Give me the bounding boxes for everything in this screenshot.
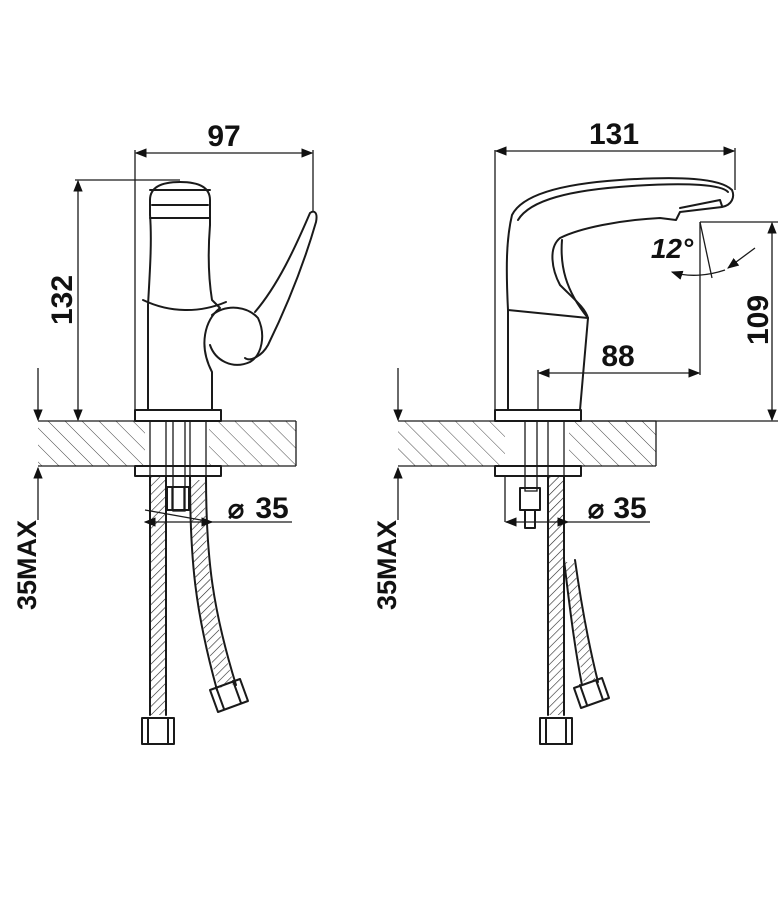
side-mounting-and-hoses xyxy=(141,420,249,745)
front-reach-label: 88 xyxy=(601,340,634,373)
front-height-label: 109 xyxy=(742,295,775,345)
front-thickness-label: 35MAX xyxy=(372,520,402,610)
side-width-label: 97 xyxy=(207,120,240,153)
side-countertop xyxy=(38,420,297,467)
side-view: 97 132 35MAX ⌀ 35 xyxy=(12,120,318,745)
front-faucet-body xyxy=(494,177,735,477)
front-hole-symbol: ⌀ xyxy=(588,494,604,524)
front-dimensions: 131 109 88 12° 35MAX ⌀ 35 xyxy=(372,118,778,610)
front-angle-label: 12° xyxy=(651,233,694,264)
front-view: 131 109 88 12° 35MAX ⌀ 35 xyxy=(372,118,778,745)
side-hole-symbol: ⌀ xyxy=(228,494,244,524)
side-hole-label: 35 xyxy=(255,492,288,525)
front-width-label: 131 xyxy=(589,118,639,151)
front-hole-label: 35 xyxy=(613,492,646,525)
front-countertop xyxy=(398,420,657,467)
side-height-label: 132 xyxy=(46,275,79,325)
front-mounting-and-hoses xyxy=(519,420,610,745)
side-faucet-body xyxy=(134,181,318,477)
side-thickness-label: 35MAX xyxy=(12,520,42,610)
side-dimensions: 97 132 35MAX ⌀ 35 xyxy=(12,120,314,610)
